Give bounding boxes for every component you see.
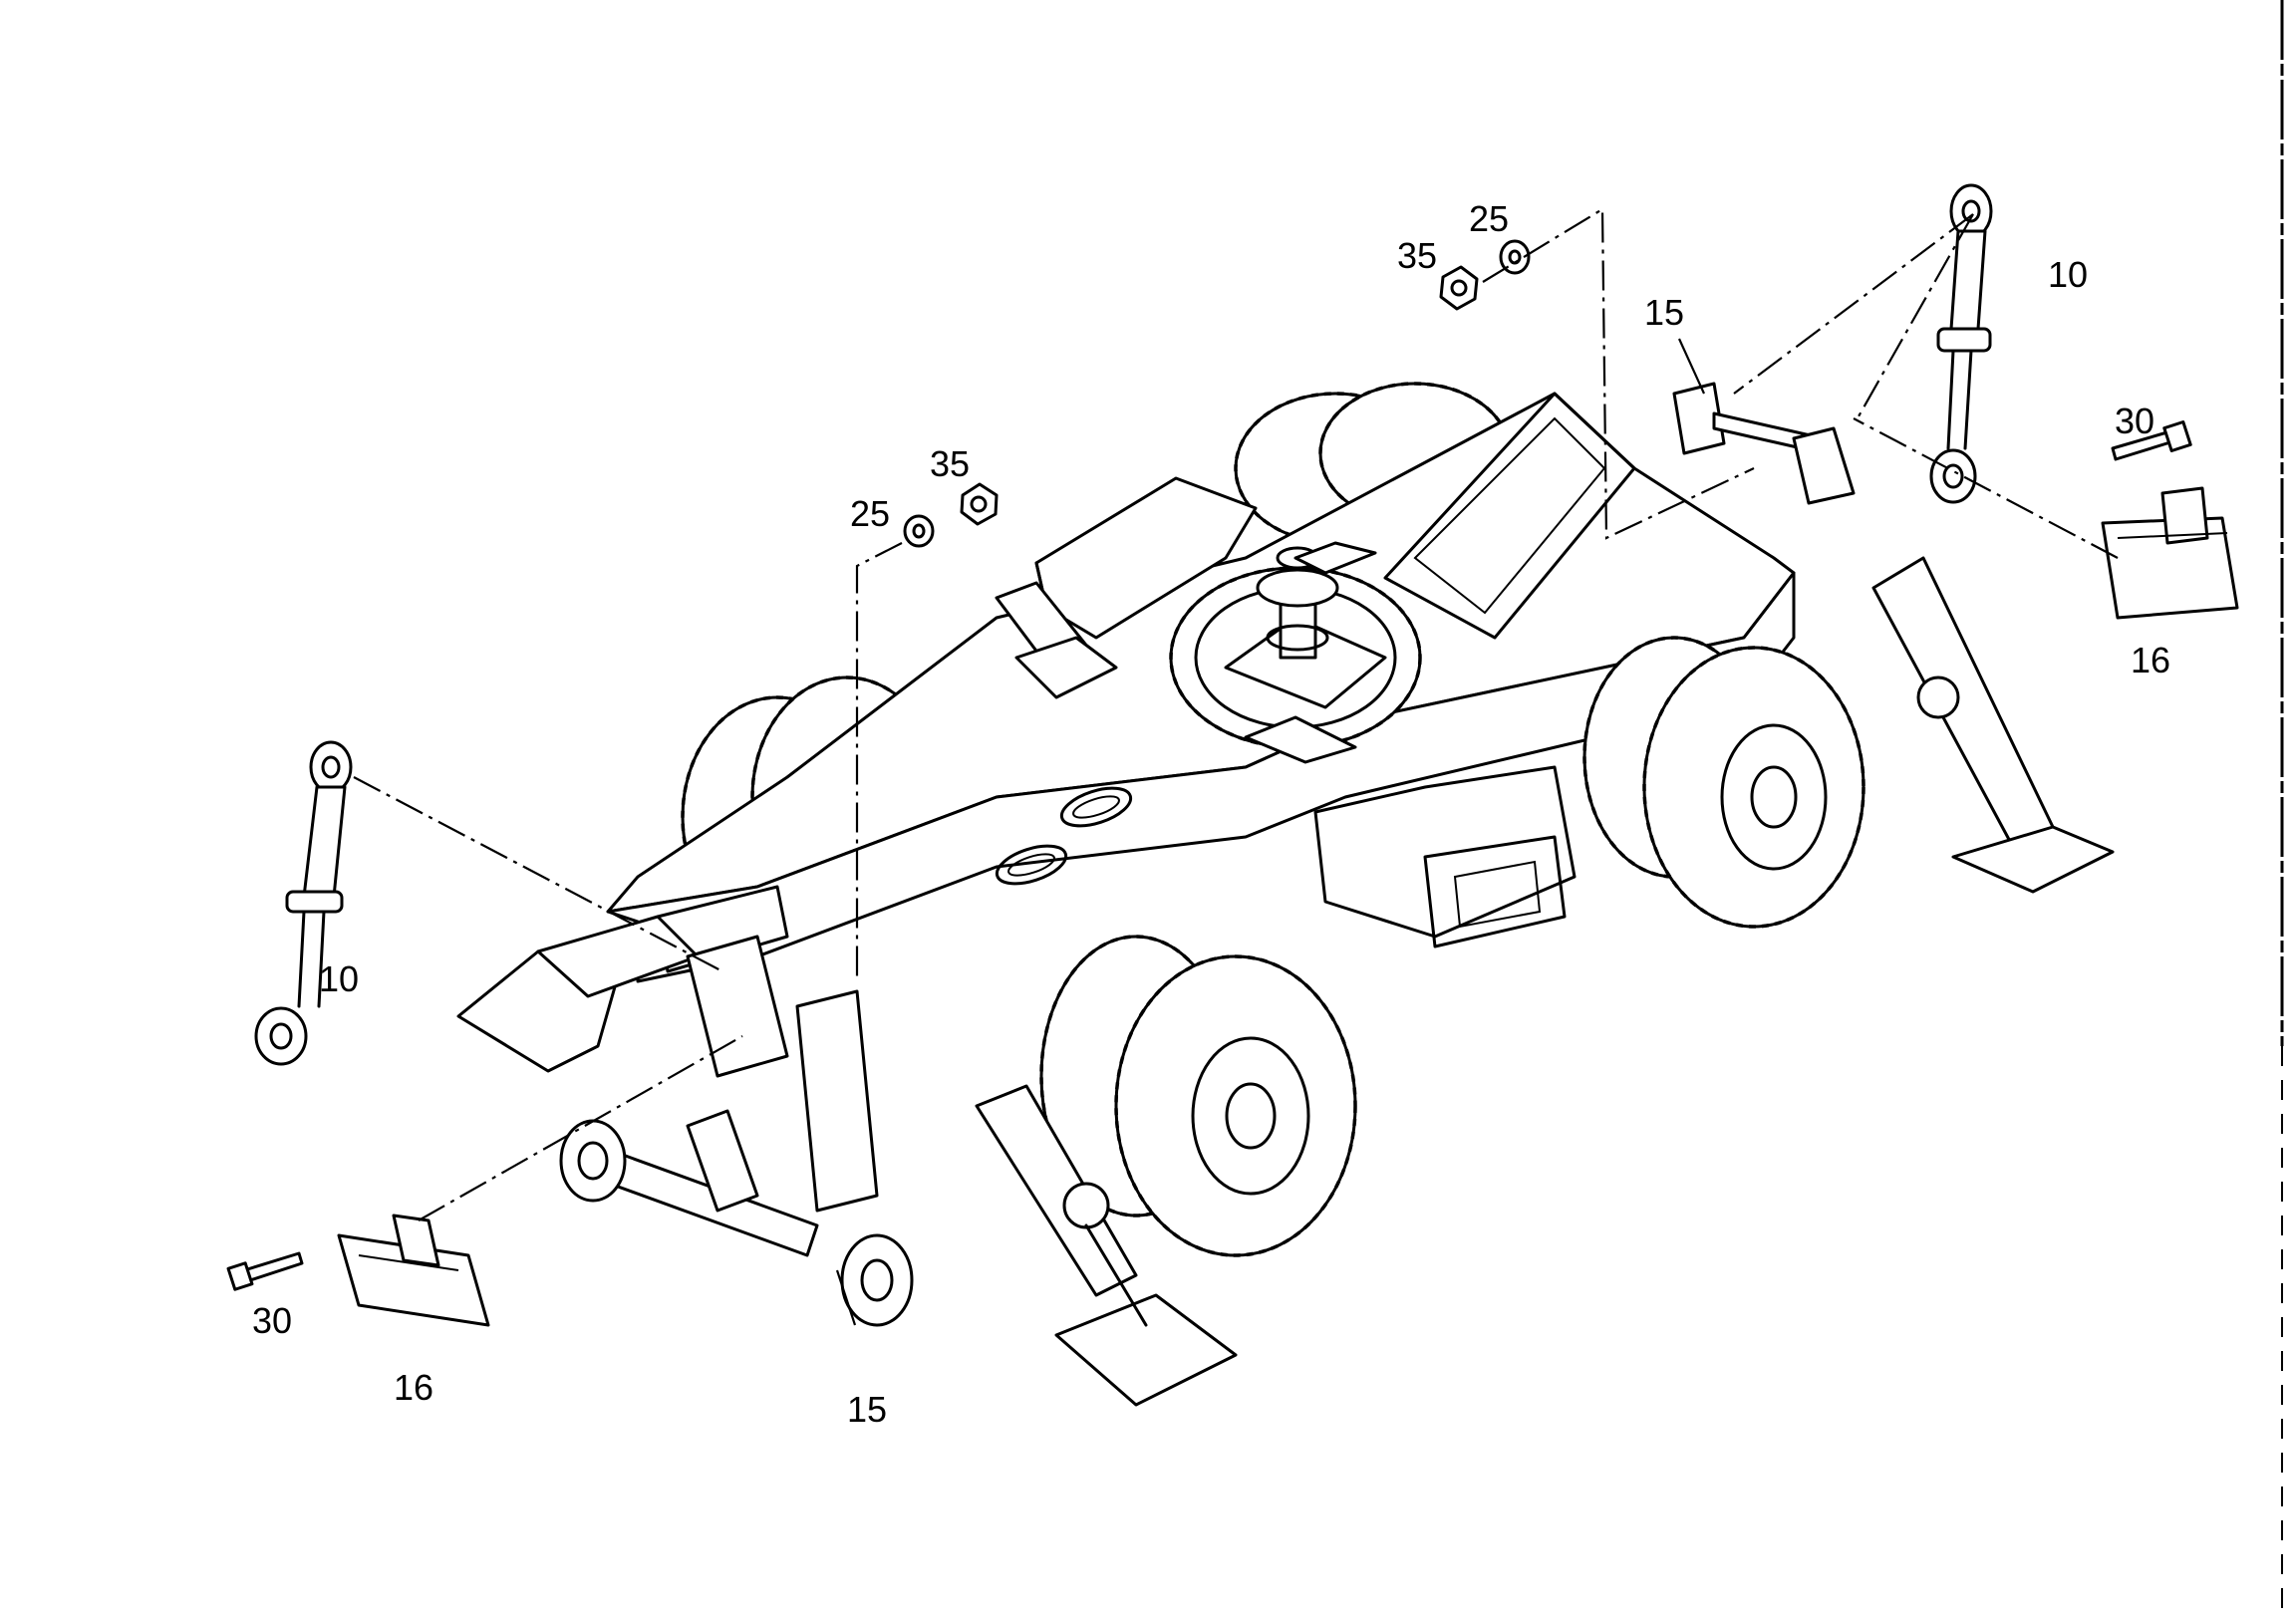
outrigger-rear-right	[1871, 556, 2115, 894]
bolt-right	[2111, 419, 2192, 461]
nut-center	[960, 482, 999, 526]
slewing-ring	[1169, 541, 1422, 764]
bolt-left	[226, 1251, 304, 1291]
callout-washer-top: 25	[1469, 198, 1509, 239]
callout-bracket-center: 15	[847, 1389, 887, 1430]
nut-top	[1439, 265, 1479, 311]
callout-washer-center: 25	[850, 493, 890, 534]
callout-shock-left: 10	[319, 958, 359, 999]
callout-bracket-top: 15	[1644, 292, 1684, 333]
front-axle-assembly	[559, 935, 914, 1327]
callout-shock-right: 10	[2048, 254, 2088, 295]
lamp-bracket-left	[337, 1214, 490, 1327]
callout-labels: 10 10 15 15 16 16 25 25 30 30 35 35	[252, 198, 2170, 1430]
outrigger-rear-left	[995, 581, 1118, 699]
callout-bolt-right: 30	[2115, 401, 2154, 441]
callout-bolt-left: 30	[252, 1300, 292, 1341]
outrigger-front-right	[975, 1084, 1238, 1407]
callout-nut-center: 35	[930, 443, 970, 484]
callout-lamp-right: 16	[2131, 640, 2170, 680]
leader-lines	[353, 207, 2119, 1326]
shock-absorber-left	[254, 740, 353, 1066]
callout-lamp-left: 16	[394, 1367, 433, 1408]
bracket-top	[1672, 382, 1856, 505]
lamp-bracket-right	[2101, 486, 2239, 620]
shock-absorber-right	[1929, 183, 1993, 504]
washer-top	[1499, 239, 1531, 275]
washer-center	[903, 514, 935, 548]
front-wheels	[1039, 935, 1357, 1257]
callout-nut-top: 35	[1397, 235, 1437, 276]
rear-wheels-front	[1582, 636, 1866, 929]
